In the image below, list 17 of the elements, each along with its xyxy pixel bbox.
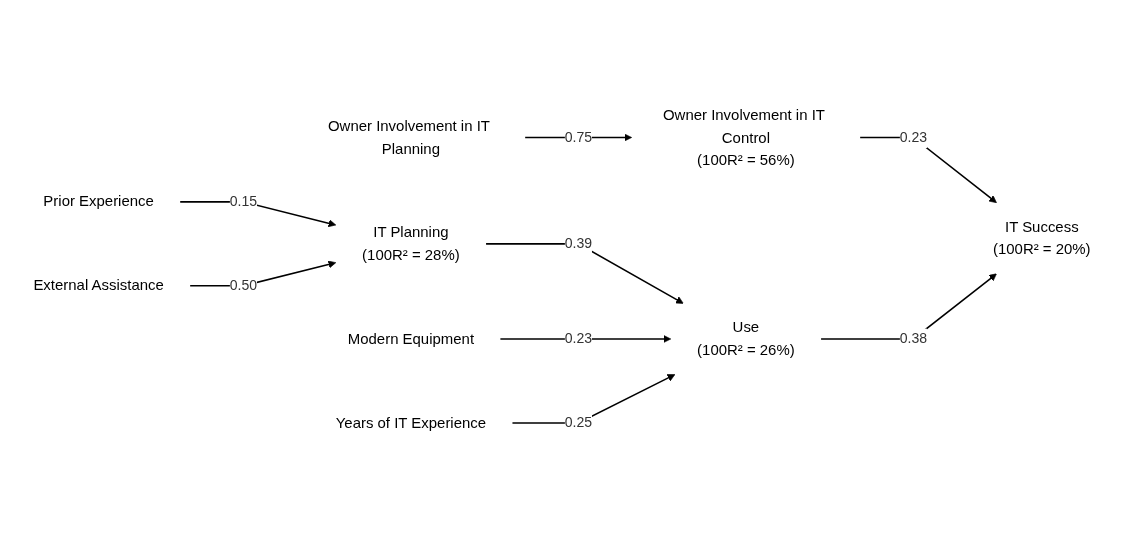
node-text: IT Success (100R² = 20%) xyxy=(993,218,1091,258)
node-text: Use (100R² = 26%) xyxy=(697,319,795,359)
edge-label: 0.25 xyxy=(564,415,593,430)
edge-label: 0.38 xyxy=(899,331,928,347)
edge-label: 0.39 xyxy=(564,235,593,251)
node-text: Owner Involvement in IT Planning xyxy=(328,117,490,157)
edge-label: 0.23 xyxy=(564,331,593,347)
node-text: Years of IT Experience xyxy=(335,414,487,432)
edge-label: 0.50 xyxy=(229,277,258,293)
node-text: Owner Involvement in IT Control (100R² = 56%) xyxy=(663,106,825,169)
node-text: Prior Experience xyxy=(43,193,154,210)
edge-label: 0.23 xyxy=(899,129,928,145)
edge-label: 0.15 xyxy=(229,193,258,209)
edge-label: 0.75 xyxy=(564,129,593,145)
node-text: External Assistance xyxy=(33,277,164,294)
node-text: Modern Equipment xyxy=(347,330,475,348)
node-text: IT Planning (100R² = 28%) xyxy=(362,224,460,264)
